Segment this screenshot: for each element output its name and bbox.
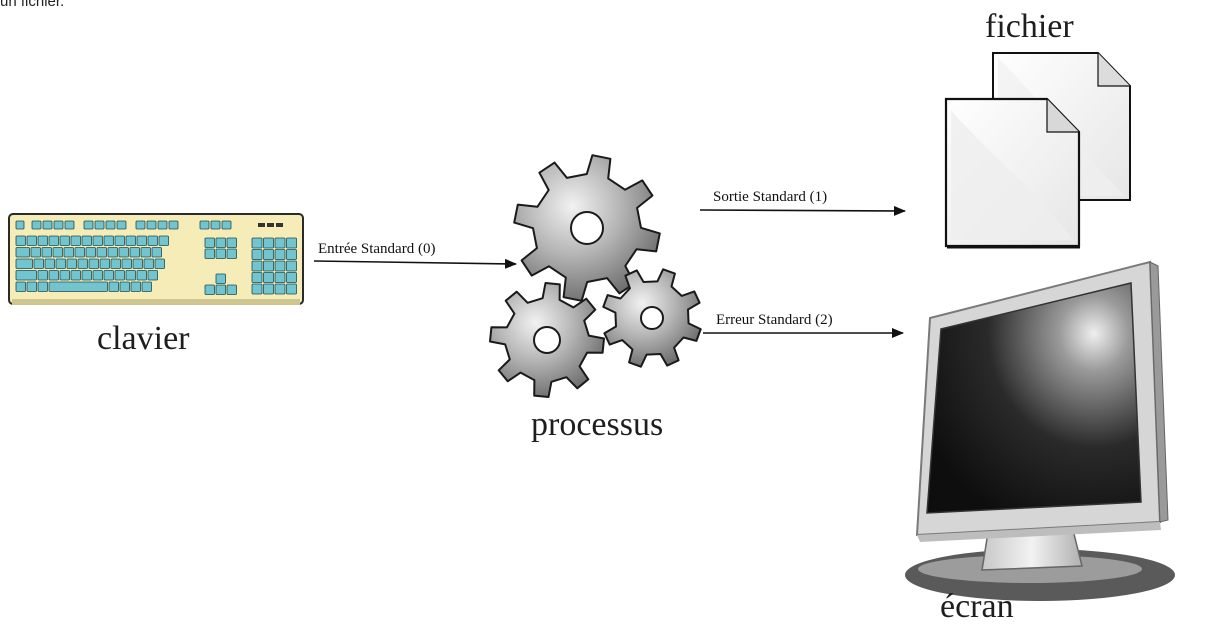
keyboard-icon xyxy=(8,213,304,305)
edge-label-sortie: Sortie Standard (1) xyxy=(713,189,828,205)
node-label-fichier: fichier xyxy=(985,8,1074,45)
node-label-ecran: écran xyxy=(940,588,1014,625)
gear-hole xyxy=(533,326,561,354)
arrow-entree xyxy=(313,258,517,269)
node-label-clavier: clavier xyxy=(97,320,190,357)
edge-label-entree: Entrée Standard (0) xyxy=(318,241,436,257)
file-icon xyxy=(944,52,1131,249)
node-label-processus: processus xyxy=(531,406,664,443)
edge-label-erreur: Erreur Standard (2) xyxy=(716,312,833,328)
gear-hole xyxy=(640,306,664,330)
caption-fragment: un fichier. xyxy=(0,0,65,10)
gear-hole xyxy=(570,211,604,245)
arrow-sortie xyxy=(699,205,906,216)
monitor-icon xyxy=(905,260,1175,601)
gears-icon xyxy=(489,154,702,398)
